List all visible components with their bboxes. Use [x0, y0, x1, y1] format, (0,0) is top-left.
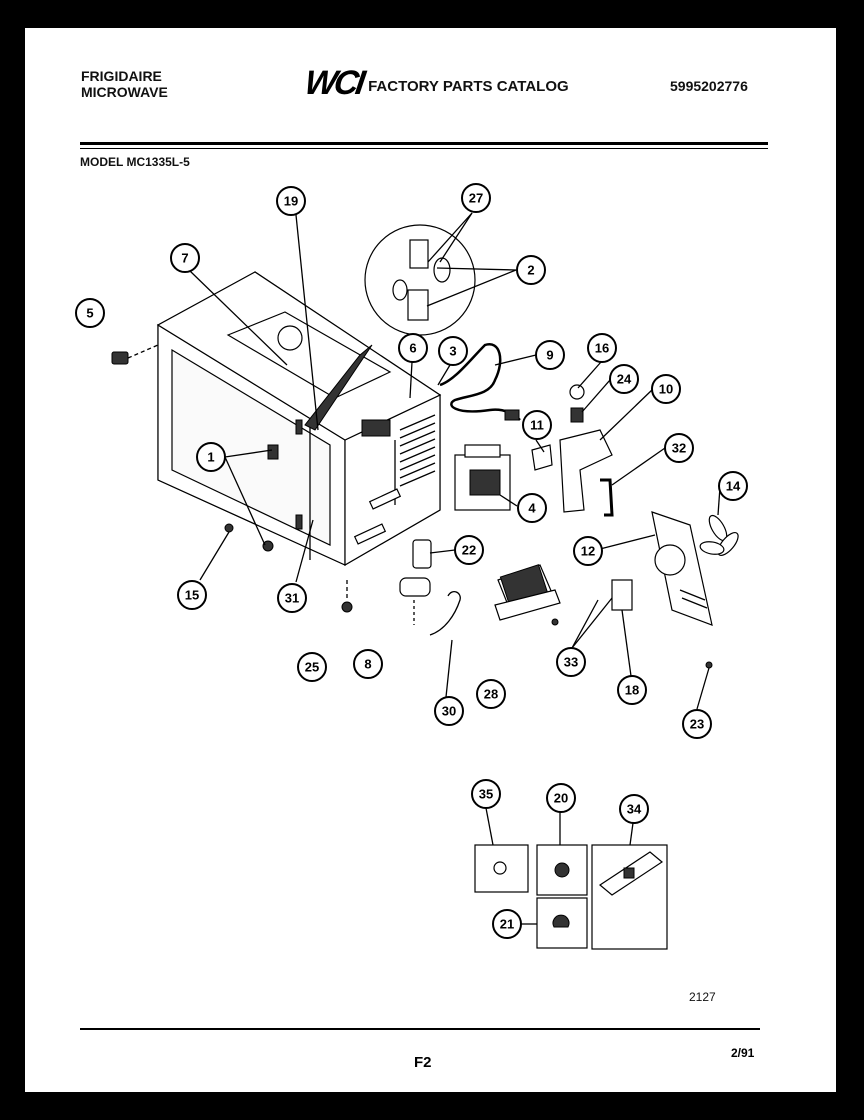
callout-3: 3 [438, 336, 468, 366]
diode-30 [429, 590, 461, 636]
callout-18: 18 [617, 675, 647, 705]
fan-assembly [651, 511, 739, 626]
leader-lines [189, 212, 721, 925]
screw-28 [551, 618, 559, 626]
cabinet-drawing [156, 271, 442, 567]
callout-20: 20 [546, 783, 576, 813]
catalog-title-block: WCI FACTORY PARTS CATALOG [302, 64, 569, 103]
svg-text:24: 24 [617, 372, 632, 387]
svg-text:7: 7 [181, 251, 188, 266]
svg-text:28: 28 [484, 687, 498, 702]
svg-text:18: 18 [625, 683, 639, 698]
svg-text:14: 14 [726, 479, 741, 494]
callout-16: 16 [587, 333, 617, 363]
header-rule-thin [80, 148, 768, 149]
callout-19: 19 [276, 186, 306, 216]
svg-text:31: 31 [285, 591, 299, 606]
capacitor-8 [399, 577, 431, 625]
svg-text:9: 9 [546, 348, 553, 363]
svg-text:22: 22 [462, 543, 476, 558]
product-type: MICROWAVE [81, 84, 168, 100]
svg-text:10: 10 [659, 382, 673, 397]
svg-text:15: 15 [185, 588, 199, 603]
svg-text:1: 1 [207, 450, 214, 465]
svg-text:4: 4 [528, 501, 536, 516]
page-code: F2 [414, 1054, 432, 1071]
screw-15 [224, 523, 234, 533]
callout-2: 2 [516, 255, 546, 285]
part-number: 5995202776 [670, 78, 748, 94]
callout-12: 12 [573, 536, 603, 566]
svg-text:12: 12 [581, 544, 595, 559]
kit-boxes [474, 844, 668, 950]
transformer-28 [494, 564, 561, 621]
svg-text:34: 34 [627, 802, 642, 817]
figure-number: 2127 [689, 990, 716, 1004]
callout-25: 25 [297, 652, 327, 682]
callout-11: 11 [522, 410, 552, 440]
revision-date: 2/91 [731, 1046, 755, 1060]
callout-27: 27 [461, 183, 491, 213]
svg-text:8: 8 [364, 657, 371, 672]
svg-text:19: 19 [284, 194, 298, 209]
svg-text:6: 6 [409, 341, 416, 356]
switch-18 [611, 579, 633, 611]
callout-33: 33 [556, 647, 586, 677]
svg-text:3: 3 [449, 344, 456, 359]
svg-text:16: 16 [595, 341, 609, 356]
callout-8: 8 [353, 649, 383, 679]
callout-34: 34 [619, 794, 649, 824]
callout-14: 14 [718, 471, 748, 501]
screw-23 [705, 661, 713, 669]
callout-35: 35 [471, 779, 501, 809]
screw-1 [262, 540, 274, 552]
model-label: MODEL MC1335L-5 [80, 155, 190, 169]
strip-32 [600, 478, 614, 517]
callout-5: 5 [75, 298, 105, 328]
callout-23: 23 [682, 709, 712, 739]
svg-text:21: 21 [500, 917, 514, 932]
callout-30: 30 [434, 696, 464, 726]
footer-rule [80, 1028, 760, 1030]
svg-text:32: 32 [672, 441, 686, 456]
svg-text:33: 33 [564, 655, 578, 670]
svg-text:20: 20 [554, 791, 568, 806]
catalog-title: FACTORY PARTS CATALOG [368, 78, 569, 95]
lamp-bracket [559, 429, 613, 513]
svg-text:23: 23 [690, 717, 704, 732]
callout-31: 31 [277, 583, 307, 613]
magnetron-part [454, 444, 511, 511]
svg-text:27: 27 [469, 191, 483, 206]
svg-text:5: 5 [86, 306, 93, 321]
callout-10: 10 [651, 374, 681, 404]
latch-part [111, 344, 159, 365]
svg-text:2: 2 [527, 263, 534, 278]
callout-28: 28 [476, 679, 506, 709]
switch-detail [304, 224, 476, 431]
svg-text:30: 30 [442, 704, 456, 719]
svg-text:35: 35 [479, 787, 493, 802]
power-cord [439, 343, 521, 421]
callout-15: 15 [177, 580, 207, 610]
callout-9: 9 [535, 340, 565, 370]
screw-25 [341, 601, 353, 613]
brand-block: FRIGIDAIRE MICROWAVE [81, 68, 168, 100]
clamp-22 [412, 539, 432, 569]
callout-32: 32 [664, 433, 694, 463]
svg-text:25: 25 [305, 660, 319, 675]
callout-4: 4 [517, 493, 547, 523]
callout-7: 7 [170, 243, 200, 273]
svg-text:11: 11 [530, 418, 544, 433]
callout-1: 1 [196, 442, 226, 472]
header-rule-thick [80, 142, 768, 145]
brand-name: FRIGIDAIRE [81, 68, 162, 84]
callout-22: 22 [454, 535, 484, 565]
callout-24: 24 [609, 364, 639, 394]
bracket-11 [531, 444, 553, 471]
lamp-assembly [569, 384, 585, 423]
callout-21: 21 [492, 909, 522, 939]
callout-6: 6 [398, 333, 428, 363]
